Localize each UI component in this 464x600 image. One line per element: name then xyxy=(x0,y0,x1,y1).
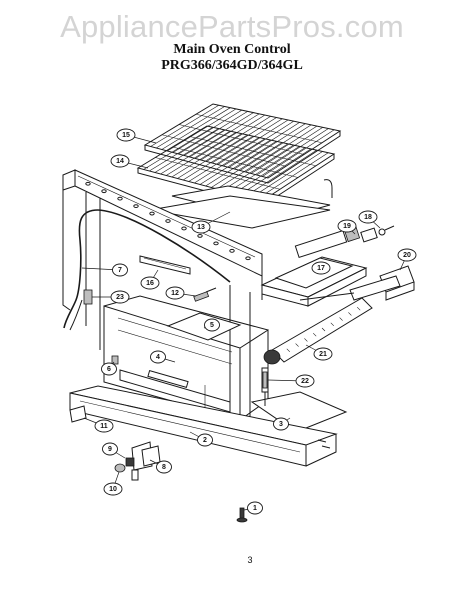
callout-number: 23 xyxy=(116,294,124,301)
callout-21: 21 xyxy=(313,347,333,361)
spacer-bracket xyxy=(69,405,87,423)
watermark-logo: AppliancePartsPros.com xyxy=(60,9,404,44)
callout-7: 7 xyxy=(112,263,128,277)
callout-12: 12 xyxy=(165,286,185,300)
callout-number: 22 xyxy=(301,378,309,385)
callout-number: 12 xyxy=(171,290,179,297)
callout-15: 15 xyxy=(116,128,136,142)
diagram-model-numbers: PRG366/364GD/364GL xyxy=(161,58,303,73)
oven-liner-cavity xyxy=(103,276,269,440)
callout-13: 13 xyxy=(191,220,211,234)
bezel-strip xyxy=(139,255,191,275)
page-number: 3 xyxy=(247,555,253,565)
broil-burner-box xyxy=(260,256,368,307)
callout-number: 11 xyxy=(100,423,108,430)
callout-number: 21 xyxy=(319,351,327,358)
callout-17: 17 xyxy=(311,261,331,275)
callout-3: 3 xyxy=(273,417,289,431)
callout-2: 2 xyxy=(197,433,213,447)
callout-22: 22 xyxy=(295,374,315,388)
callout-23: 23 xyxy=(110,290,130,304)
callout-number: 20 xyxy=(403,252,411,259)
callout-5: 5 xyxy=(204,318,220,332)
callout-number: 15 xyxy=(122,132,130,139)
oven-burner xyxy=(263,297,373,365)
callout-20: 20 xyxy=(397,248,417,262)
leveling-leg xyxy=(236,507,248,523)
oven-rack-lower xyxy=(136,125,336,207)
callout-19: 19 xyxy=(337,219,357,233)
callout-number: 1 xyxy=(253,505,257,512)
valve-and-fittings xyxy=(114,441,161,481)
callout-number: 19 xyxy=(343,223,351,230)
callout-number: 14 xyxy=(116,158,124,165)
base-kick-plate xyxy=(69,385,338,467)
bake-burner-tube xyxy=(294,225,395,259)
callout-11: 11 xyxy=(94,419,114,433)
callout-16: 16 xyxy=(140,276,160,290)
callout-number: 13 xyxy=(197,224,205,231)
callout-number: 17 xyxy=(317,265,325,272)
callout-4: 4 xyxy=(150,350,166,364)
callout-6: 6 xyxy=(101,362,117,376)
callout-number: 16 xyxy=(146,280,154,287)
callout-10: 10 xyxy=(103,482,123,496)
callout-8: 8 xyxy=(156,460,172,474)
callout-number: 5 xyxy=(210,322,214,329)
callout-18: 18 xyxy=(358,210,378,224)
callout-number: 10 xyxy=(109,486,117,493)
callout-9: 9 xyxy=(102,442,118,456)
burner-baffle xyxy=(166,312,242,341)
broiler-plate xyxy=(149,185,331,229)
callout-number: 9 xyxy=(108,446,112,453)
callout-number: 18 xyxy=(364,214,372,221)
oven-rack-upper xyxy=(143,103,342,184)
callout-14: 14 xyxy=(110,154,130,168)
callout-number: 8 xyxy=(162,464,166,471)
diagram-title: Main Oven Control xyxy=(173,42,291,57)
callout-number: 7 xyxy=(118,267,122,274)
igniter xyxy=(193,287,217,302)
callout-number: 3 xyxy=(279,421,283,428)
thermocouple-wire xyxy=(63,209,231,331)
callout-number: 4 xyxy=(156,354,160,361)
burner-bracket xyxy=(299,265,415,301)
callout-number: 2 xyxy=(203,437,207,444)
callout-1: 1 xyxy=(247,501,263,515)
callout-number: 6 xyxy=(107,366,111,373)
wire-clip xyxy=(111,355,119,365)
